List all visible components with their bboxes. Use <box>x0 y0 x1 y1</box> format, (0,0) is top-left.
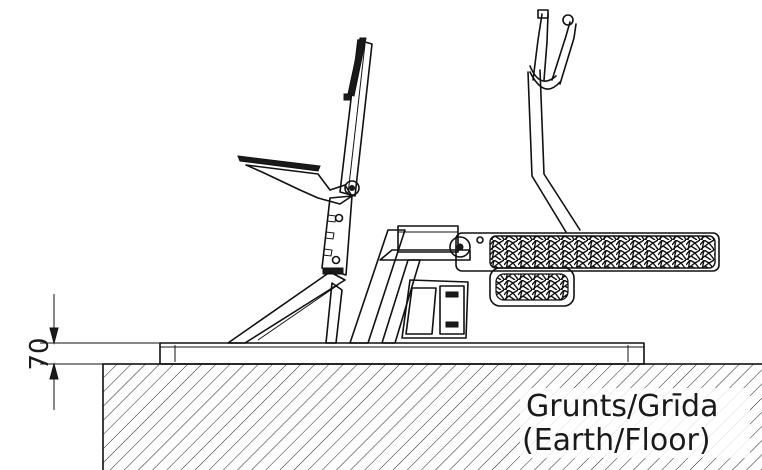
seat-diagonal-brace <box>227 271 346 344</box>
central-frame <box>349 225 471 344</box>
steering-column <box>527 9 581 233</box>
pedal-box <box>401 279 469 339</box>
seat-post <box>321 195 353 276</box>
base-plate <box>159 342 645 365</box>
ground-label-line2: (Earth/Floor) <box>522 423 711 458</box>
dimension-70: 70 <box>25 294 160 410</box>
foot-rest <box>489 267 575 307</box>
ground-label-line1: Grunts/Grīda <box>526 389 718 424</box>
front-rail <box>449 232 720 272</box>
ground-label: Grunts/Grīda (Earth/Floor) <box>520 388 750 458</box>
dimension-value: 70 <box>25 337 55 370</box>
seat-backrest <box>339 37 373 197</box>
seat-cushion <box>237 155 360 205</box>
